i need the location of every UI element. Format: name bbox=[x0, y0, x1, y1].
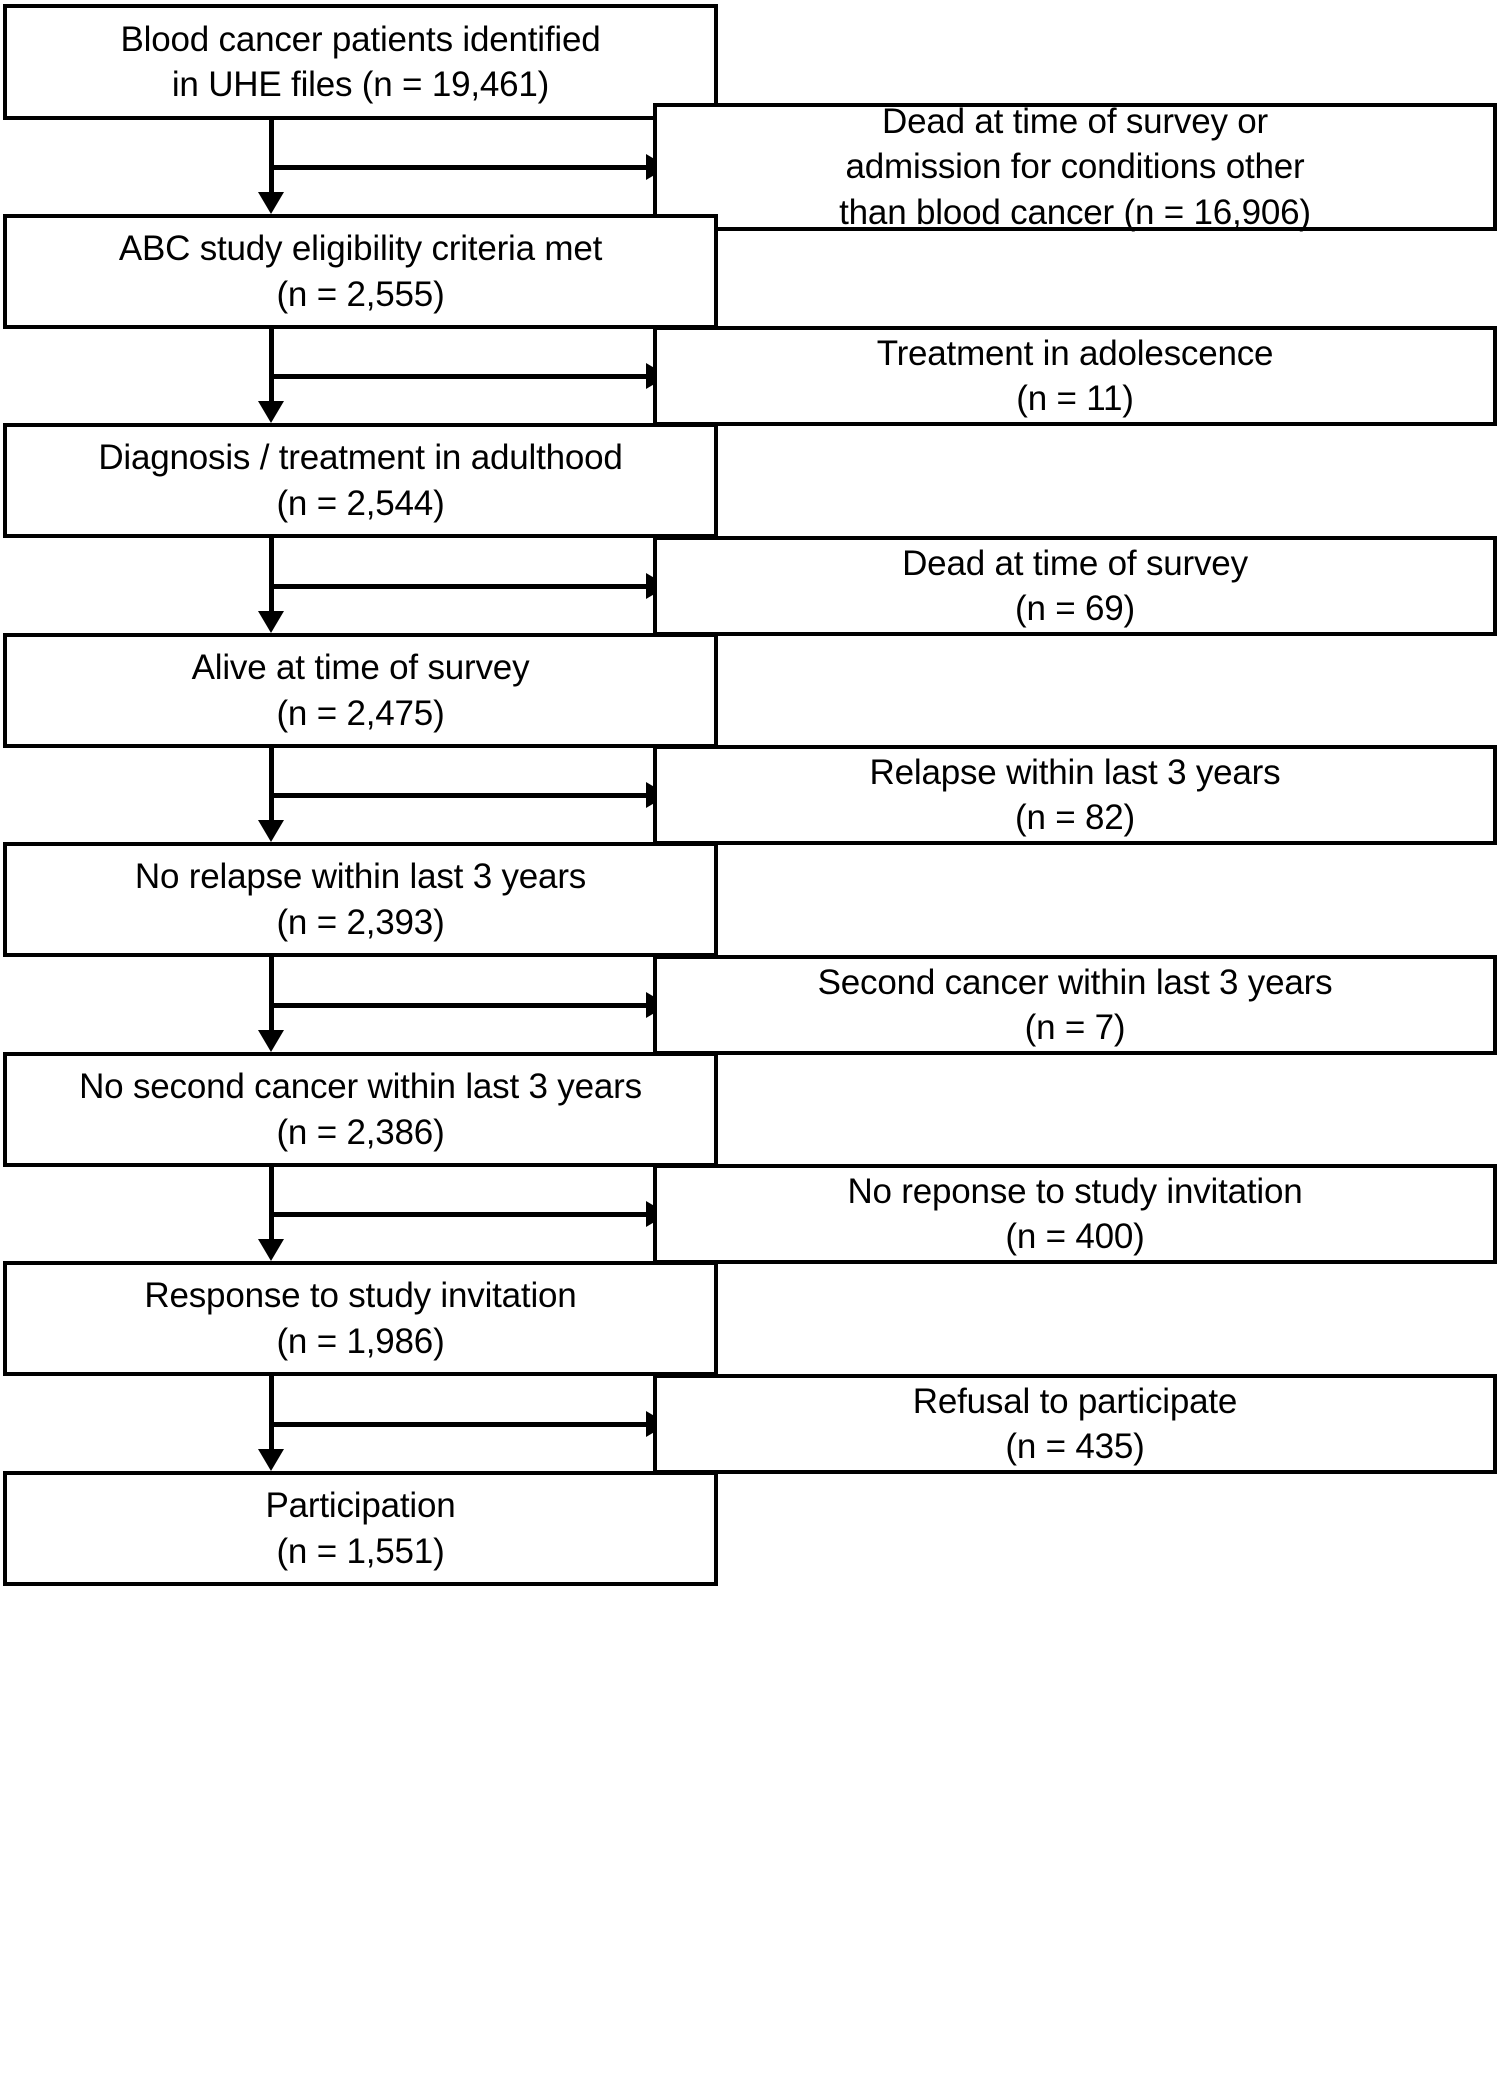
node-eligible: ABC study eligibility criteria met (n = … bbox=[3, 214, 718, 329]
node-response-line1: Response to study invitation bbox=[144, 1276, 577, 1315]
branch-alive-to-relapse bbox=[272, 793, 648, 798]
node-relapse-line2: (n = 82) bbox=[1015, 798, 1135, 837]
node-participation-line2: (n = 1,551) bbox=[276, 1531, 445, 1571]
node-no-relapse: No relapse within last 3 years (n = 2,39… bbox=[3, 842, 718, 957]
node-adolescent-treatment-line2: (n = 11) bbox=[1016, 379, 1134, 418]
branch-identified-to-dead-other bbox=[272, 165, 648, 170]
node-adolescent-treatment: Treatment in adolescence (n = 11) bbox=[653, 326, 1497, 426]
node-no-relapse-line2: (n = 2,393) bbox=[276, 902, 445, 942]
node-identified-line1: Blood cancer patients identified bbox=[120, 19, 601, 59]
node-refusal-line2: (n = 435) bbox=[1005, 1427, 1145, 1466]
branch-adulthood-to-dead-at-survey bbox=[272, 584, 648, 589]
arrow-identified-to-eligible bbox=[258, 192, 284, 214]
node-identified: Blood cancer patients identified in UHE … bbox=[3, 4, 718, 120]
node-no-response: No reponse to study invitation (n = 400) bbox=[653, 1164, 1497, 1264]
node-second-cancer-line1: Second cancer within last 3 years bbox=[817, 962, 1333, 1002]
arrow-adulthood-to-alive bbox=[258, 611, 284, 633]
node-no-second-cancer-line2: (n = 2,386) bbox=[276, 1112, 445, 1152]
node-dead-or-other-admission-line1: Dead at time of survey or bbox=[882, 101, 1268, 141]
node-alive-line1: Alive at time of survey bbox=[191, 648, 530, 687]
arrow-no-second-cancer-to-response bbox=[258, 1239, 284, 1261]
node-adulthood-line1: Diagnosis / treatment in adulthood bbox=[98, 438, 623, 477]
branch-no-second-cancer-to-no-response bbox=[272, 1212, 648, 1217]
node-no-second-cancer: No second cancer within last 3 years (n … bbox=[3, 1052, 718, 1167]
node-participation-line1: Participation bbox=[265, 1486, 456, 1525]
node-no-second-cancer-line1: No second cancer within last 3 years bbox=[79, 1067, 642, 1106]
node-relapse-line1: Relapse within last 3 years bbox=[869, 752, 1281, 792]
node-no-response-line1: No reponse to study invitation bbox=[847, 1171, 1303, 1211]
connector-eligible-to-adulthood bbox=[269, 329, 274, 401]
node-refusal: Refusal to participate (n = 435) bbox=[653, 1374, 1497, 1474]
node-adulthood-line2: (n = 2,544) bbox=[276, 483, 445, 523]
node-no-relapse-line1: No relapse within last 3 years bbox=[134, 857, 587, 896]
node-alive-line2: (n = 2,475) bbox=[276, 693, 445, 733]
arrow-response-to-participation bbox=[258, 1449, 284, 1471]
node-participation: Participation (n = 1,551) bbox=[3, 1471, 718, 1586]
node-no-response-line2: (n = 400) bbox=[1005, 1217, 1145, 1256]
node-dead-at-survey-line2: (n = 69) bbox=[1015, 589, 1135, 628]
arrow-eligible-to-adulthood bbox=[258, 401, 284, 423]
arrow-alive-to-no-relapse bbox=[258, 820, 284, 842]
node-dead-or-other-admission-line3: than blood cancer (n = 16,906) bbox=[839, 192, 1311, 232]
connector-no-relapse-to-no-second-cancer bbox=[269, 957, 274, 1030]
node-response-line2: (n = 1,986) bbox=[276, 1321, 445, 1361]
node-identified-line2: in UHE files (n = 19,461) bbox=[171, 65, 550, 104]
node-eligible-line2: (n = 2,555) bbox=[276, 274, 445, 314]
connector-adulthood-to-alive bbox=[269, 538, 274, 611]
node-eligible-line1: ABC study eligibility criteria met bbox=[118, 229, 603, 268]
connector-identified-to-eligible bbox=[269, 120, 274, 192]
node-response: Response to study invitation (n = 1,986) bbox=[3, 1261, 718, 1376]
node-refusal-line1: Refusal to participate bbox=[912, 1381, 1238, 1421]
branch-eligible-to-adolescent-treatment bbox=[272, 374, 648, 379]
connector-alive-to-no-relapse bbox=[269, 748, 274, 820]
arrow-no-relapse-to-no-second-cancer bbox=[258, 1030, 284, 1052]
node-dead-at-survey: Dead at time of survey (n = 69) bbox=[653, 536, 1497, 636]
node-dead-at-survey-line1: Dead at time of survey bbox=[902, 543, 1248, 583]
node-dead-or-other-admission-line2: admission for conditions other bbox=[845, 147, 1305, 187]
node-second-cancer-line2: (n = 7) bbox=[1024, 1008, 1126, 1047]
connector-no-second-cancer-to-response bbox=[269, 1167, 274, 1239]
node-second-cancer: Second cancer within last 3 years (n = 7… bbox=[653, 955, 1497, 1055]
node-relapse: Relapse within last 3 years (n = 82) bbox=[653, 745, 1497, 845]
node-alive: Alive at time of survey (n = 2,475) bbox=[3, 633, 718, 748]
node-adolescent-treatment-line1: Treatment in adolescence bbox=[876, 333, 1274, 373]
connector-response-to-participation bbox=[269, 1376, 274, 1449]
branch-response-to-refusal bbox=[272, 1422, 648, 1427]
node-adulthood: Diagnosis / treatment in adulthood (n = … bbox=[3, 423, 718, 538]
branch-no-relapse-to-second-cancer bbox=[272, 1003, 648, 1008]
node-dead-or-other-admission: Dead at time of survey or admission for … bbox=[653, 102, 1497, 232]
